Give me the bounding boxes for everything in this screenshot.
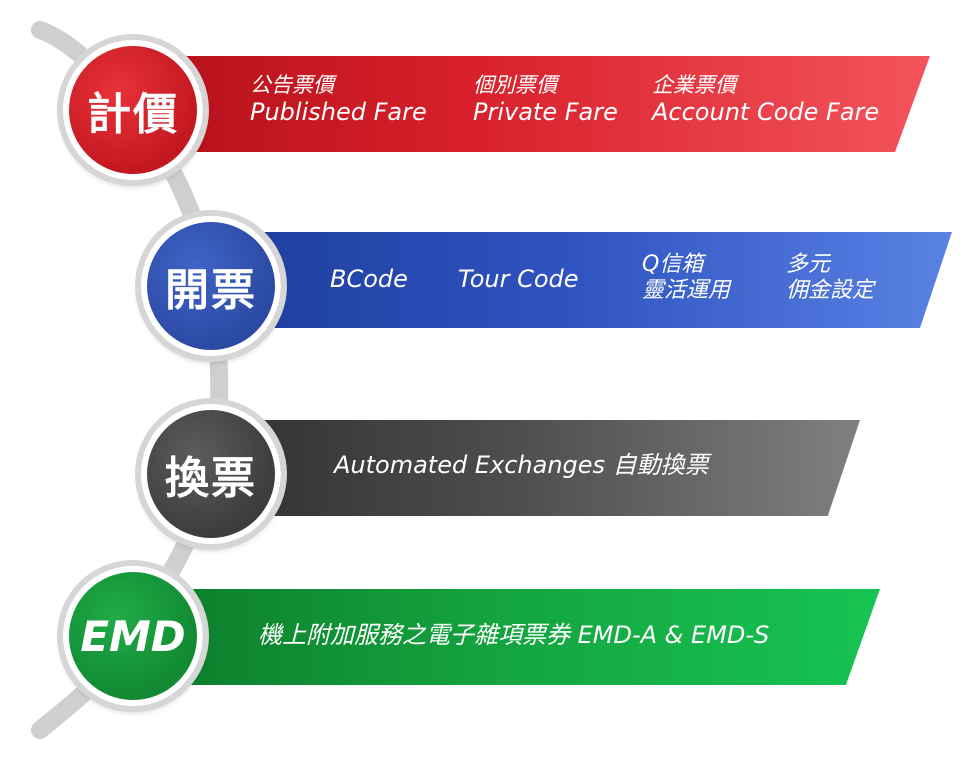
- exchange-band: [240, 420, 860, 516]
- pricing-circle[interactable]: 計價: [63, 40, 203, 180]
- private-fare-zh: 個別票價: [473, 73, 557, 97]
- q-mailbox-line1: Q信箱: [642, 252, 704, 277]
- emd-circle[interactable]: EMD: [63, 566, 203, 706]
- automated-exchanges-text: Automated Exchanges 自動換票: [334, 451, 709, 479]
- pricing-band: [170, 56, 930, 152]
- account-code-fare-en: Account Code Fare: [652, 97, 880, 126]
- exchange-circle[interactable]: 換票: [141, 404, 281, 544]
- pricing-label: 計價: [87, 89, 179, 140]
- emd-band: [170, 589, 880, 685]
- emd-description-text: 機上附加服務之電子雜項票券 EMD-A & EMD-S: [258, 621, 770, 649]
- commission-line1: 多元: [786, 252, 831, 277]
- published-fare-en: Published Fare: [250, 97, 427, 126]
- exchange-label: 換票: [165, 453, 257, 504]
- ticketing-label: 開票: [165, 265, 257, 316]
- q-mailbox-line2: 靈活運用: [642, 277, 731, 303]
- ticketing-circle[interactable]: 開票: [141, 216, 281, 356]
- published-fare-item: 公告票價 Published Fare: [250, 73, 427, 126]
- emd-label: EMD: [80, 611, 186, 661]
- commission-line2: 佣金設定: [786, 277, 875, 303]
- account-code-fare-zh: 企業票價: [652, 73, 736, 97]
- private-fare-en: Private Fare: [473, 97, 618, 126]
- private-fare-item: 個別票價 Private Fare: [473, 73, 618, 126]
- account-code-fare-item: 企業票價 Account Code Fare: [652, 73, 879, 126]
- commission-item: 多元 佣金設定: [786, 252, 874, 304]
- tour-code-item: Tour Code: [458, 265, 579, 293]
- ticketing-band: [240, 232, 952, 328]
- bcode-item: BCode: [330, 265, 408, 293]
- published-fare-zh: 公告票價: [250, 73, 334, 97]
- q-mailbox-item: Q信箱 靈活運用: [642, 252, 730, 304]
